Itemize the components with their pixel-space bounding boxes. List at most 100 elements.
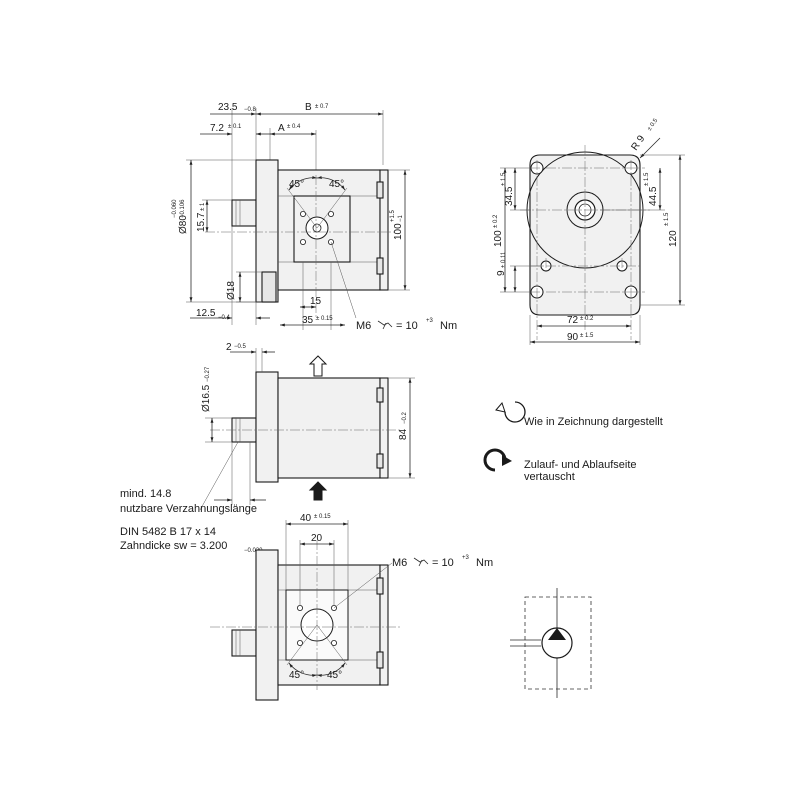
dim-84: 84: [398, 428, 409, 440]
legend-cw-line1: Zulauf- und Ablaufseite: [524, 459, 637, 471]
bolt-hole: [299, 238, 306, 245]
shaft: [231, 199, 257, 227]
dim-12-5: 12.5: [196, 308, 216, 319]
note-spline-length: nutzbare Verzahnungslänge: [120, 503, 257, 515]
torque-tol: +3: [426, 318, 434, 324]
rotation-legend: Wie in Zeichnung dargestellt Zulauf- und…: [483, 401, 663, 483]
dim-r9: R 9: [629, 133, 647, 152]
torque-value: = 10: [432, 557, 454, 569]
dim-12-5-tol: −0.4: [218, 315, 231, 321]
dim-16-5: Ø16.5: [201, 384, 212, 412]
legend-ccw: Wie in Zeichnung dargestellt: [524, 416, 663, 428]
dim-34-5: 34.5: [504, 186, 515, 206]
dim-b: B: [305, 102, 312, 113]
bolt-hole: [327, 210, 334, 217]
end-cover: [379, 169, 389, 291]
dim-72: 72: [567, 315, 579, 326]
dim-84-tol: −0.2: [402, 411, 408, 424]
dim-72-tol: ± 0.2: [580, 316, 594, 322]
screw-head: [376, 453, 384, 469]
top-view: 23.5 −0.8 B ± 0.7 7.2 ± 0.1 A ± 0.4: [172, 102, 457, 332]
screw-head: [376, 651, 384, 669]
dim-34-5-tol: ± 1.5: [501, 172, 507, 186]
note-min-length: mind. 14.8: [120, 488, 171, 500]
dim-15: 15: [310, 296, 322, 307]
dim-100-tol-hi: +1.5: [390, 209, 396, 222]
dim-100: 100: [393, 223, 404, 240]
bolt-hole: [296, 605, 303, 612]
dim-7-2-tol: ± 0.1: [228, 124, 242, 130]
note-din-spec: DIN 5482 B 17 x 14: [120, 526, 216, 538]
cw-rotation-icon: [483, 448, 507, 472]
angle-45-right: 45°: [327, 670, 342, 681]
m6-label: M6: [392, 557, 407, 569]
dim-2: 2: [226, 342, 232, 353]
note-tooth-thickness: Zahndicke sw = 3.200: [120, 540, 227, 552]
dim-80: Ø80: [178, 215, 189, 234]
screw-head: [376, 181, 384, 199]
dim-7-2: 7.2: [210, 123, 224, 134]
torque-value: = 10: [396, 320, 418, 332]
dim-9-tol: ± 0.11: [501, 251, 507, 268]
dim-120-tol: ± 1.5: [664, 212, 670, 226]
dim-40-tol: ± 0.15: [314, 514, 331, 520]
ccw-rotation-icon: [504, 401, 526, 423]
hydraulic-pump-symbol: [510, 588, 592, 698]
screw-head: [376, 387, 384, 403]
screw-head: [376, 257, 384, 275]
dim-35: 35: [302, 315, 314, 326]
dim-r9-tol: ± 0.5: [647, 117, 660, 132]
dim-90: 90: [567, 332, 579, 343]
bolt-hole: [296, 640, 303, 647]
mounting-flange: [255, 549, 279, 701]
dim-b-tol: ± 0.7: [315, 104, 329, 110]
dim-9: 9: [496, 270, 507, 276]
dim-15-7: 15.7: [196, 212, 207, 232]
dim-a-tol: ± 0.4: [287, 124, 301, 130]
dim-23-5: 23.5: [218, 102, 238, 113]
shaft: [231, 629, 257, 657]
wrench-icon: [377, 320, 393, 330]
mounting-flange: [255, 371, 279, 483]
pump-body: [277, 377, 381, 479]
torque-unit: Nm: [440, 320, 457, 332]
inlet-arrow-icon: [308, 481, 328, 501]
bolt-hole: [330, 640, 337, 647]
dim-2-tol: −0.5: [234, 344, 247, 350]
bolt-hole: [299, 210, 306, 217]
dim-23-5-tol: −0.8: [244, 107, 257, 113]
dim-15-7-tol: ± 1: [200, 202, 206, 211]
screw-head: [376, 577, 384, 595]
dim-16-5-tol: −0.27: [205, 366, 211, 382]
dim-80-tol-lo: −0.106: [180, 199, 186, 218]
bottom-view: 45° 45° 40 ± 0.15 20 M6 = 10 +3 Nm: [210, 513, 493, 701]
dim-120: 120: [668, 230, 679, 247]
dim-100: 100: [493, 230, 504, 247]
torque-unit: Nm: [476, 557, 493, 569]
dim-100-tol-lo: −1: [398, 214, 404, 222]
wrench-icon: [413, 557, 429, 567]
dim-44-5: 44.5: [648, 186, 659, 206]
dim-a: A: [278, 123, 285, 134]
dim-35-tol: ± 0.15: [316, 316, 333, 322]
angle-45-left: 45°: [289, 179, 304, 190]
note-tooth-tol: −0.030: [244, 548, 263, 554]
dim-20: 20: [311, 533, 323, 544]
angle-45-left: 45°: [289, 670, 304, 681]
dim-40: 40: [300, 513, 312, 524]
dim-90-tol: ± 1.5: [580, 333, 594, 339]
end-cover: [379, 377, 389, 479]
dim-80-tol-hi: −0.060: [172, 199, 178, 218]
front-view: R 9 ± 0.5 100 ± 0.2 34.5 ± 1.5 9 ± 0.11 …: [493, 117, 685, 345]
end-cover: [379, 564, 389, 686]
outlet-arrow-icon: [308, 355, 328, 377]
dim-18: Ø18: [226, 281, 237, 300]
side-view: 2 −0.5 Ø16.5 −0.27 84 −0.2 mind. 14.8 nu…: [120, 342, 415, 554]
dim-100-tol: ± 0.2: [493, 214, 499, 228]
flange-boss: [261, 271, 277, 303]
m6-label: M6: [356, 320, 371, 332]
angle-45-right: 45°: [329, 179, 344, 190]
legend-cw-line2: vertauscht: [524, 471, 575, 483]
dim-44-5-tol: ± 1.5: [644, 172, 650, 186]
